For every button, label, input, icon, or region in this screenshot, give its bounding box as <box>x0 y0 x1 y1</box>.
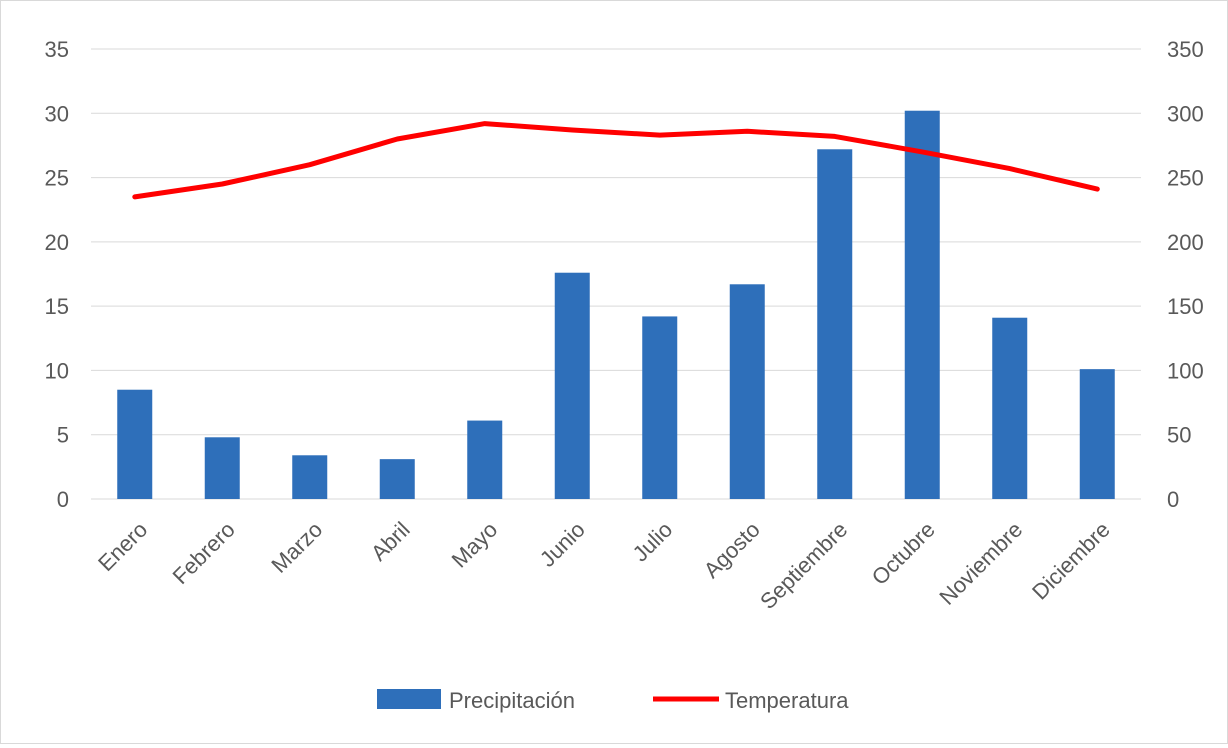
temperature-line-group <box>132 121 1100 200</box>
precipitation-bar <box>1079 369 1115 499</box>
right-axis-ticks: 0 50 100 150 200 250 300 350 <box>1167 37 1204 512</box>
legend-temperature-label: Temperatura <box>725 688 849 713</box>
left-axis-tick-label: 20 <box>45 230 69 255</box>
category-label: Noviembre <box>934 517 1027 610</box>
category-label: Diciembre <box>1027 517 1115 605</box>
precipitation-bar <box>379 459 415 499</box>
left-axis-ticks: 0 5 10 15 20 25 30 35 <box>45 37 69 512</box>
category-label: Enero <box>93 517 152 576</box>
precipitation-bar <box>467 420 503 499</box>
category-label: Marzo <box>266 517 327 578</box>
category-label: Octubre <box>867 517 940 590</box>
left-axis-tick-label: 0 <box>57 487 69 512</box>
right-axis-tick-label: 250 <box>1167 166 1204 191</box>
gridlines <box>91 48 1141 500</box>
right-axis-tick-label: 100 <box>1167 358 1204 383</box>
legend-precipitation-swatch <box>377 689 441 709</box>
precipitation-bar <box>204 437 240 499</box>
right-axis-tick-label: 150 <box>1167 294 1204 319</box>
precipitation-bar <box>554 272 590 499</box>
precipitation-bar <box>904 110 940 499</box>
legend-precipitation-label: Precipitación <box>449 688 575 713</box>
precipitation-bar <box>642 316 678 499</box>
right-axis-tick-label: 200 <box>1167 230 1204 255</box>
left-axis-tick-label: 10 <box>45 358 69 383</box>
right-axis-tick-label: 350 <box>1167 37 1204 62</box>
right-axis-tick-label: 50 <box>1167 423 1191 448</box>
precipitation-bar <box>817 149 853 500</box>
precipitation-bar <box>729 284 765 499</box>
precipitation-bars <box>117 110 1115 500</box>
left-axis-tick-label: 15 <box>45 294 69 319</box>
left-axis-tick-label: 30 <box>45 101 69 126</box>
right-axis-tick-label: 300 <box>1167 101 1204 126</box>
left-axis-tick-label: 25 <box>45 166 69 191</box>
category-label: Junio <box>535 517 590 572</box>
left-axis-tick-label: 35 <box>45 37 69 62</box>
category-label: Julio <box>628 517 678 567</box>
precipitation-bar <box>117 389 153 499</box>
legend: Precipitación Temperatura <box>377 688 849 713</box>
precipitation-bar <box>292 455 328 499</box>
left-axis-tick-label: 5 <box>57 423 69 448</box>
category-label: Febrero <box>168 517 240 589</box>
category-labels: Enero Febrero Marzo Abril Mayo Junio Julio Agos… <box>93 517 1115 614</box>
right-axis-tick-label: 0 <box>1167 487 1179 512</box>
precipitation-bar <box>992 317 1028 499</box>
category-label: Septiembre <box>755 517 852 614</box>
category-label: Mayo <box>447 517 503 573</box>
temperature-line <box>132 121 1100 200</box>
category-label: Agosto <box>699 517 765 583</box>
category-label: Abril <box>366 517 415 566</box>
